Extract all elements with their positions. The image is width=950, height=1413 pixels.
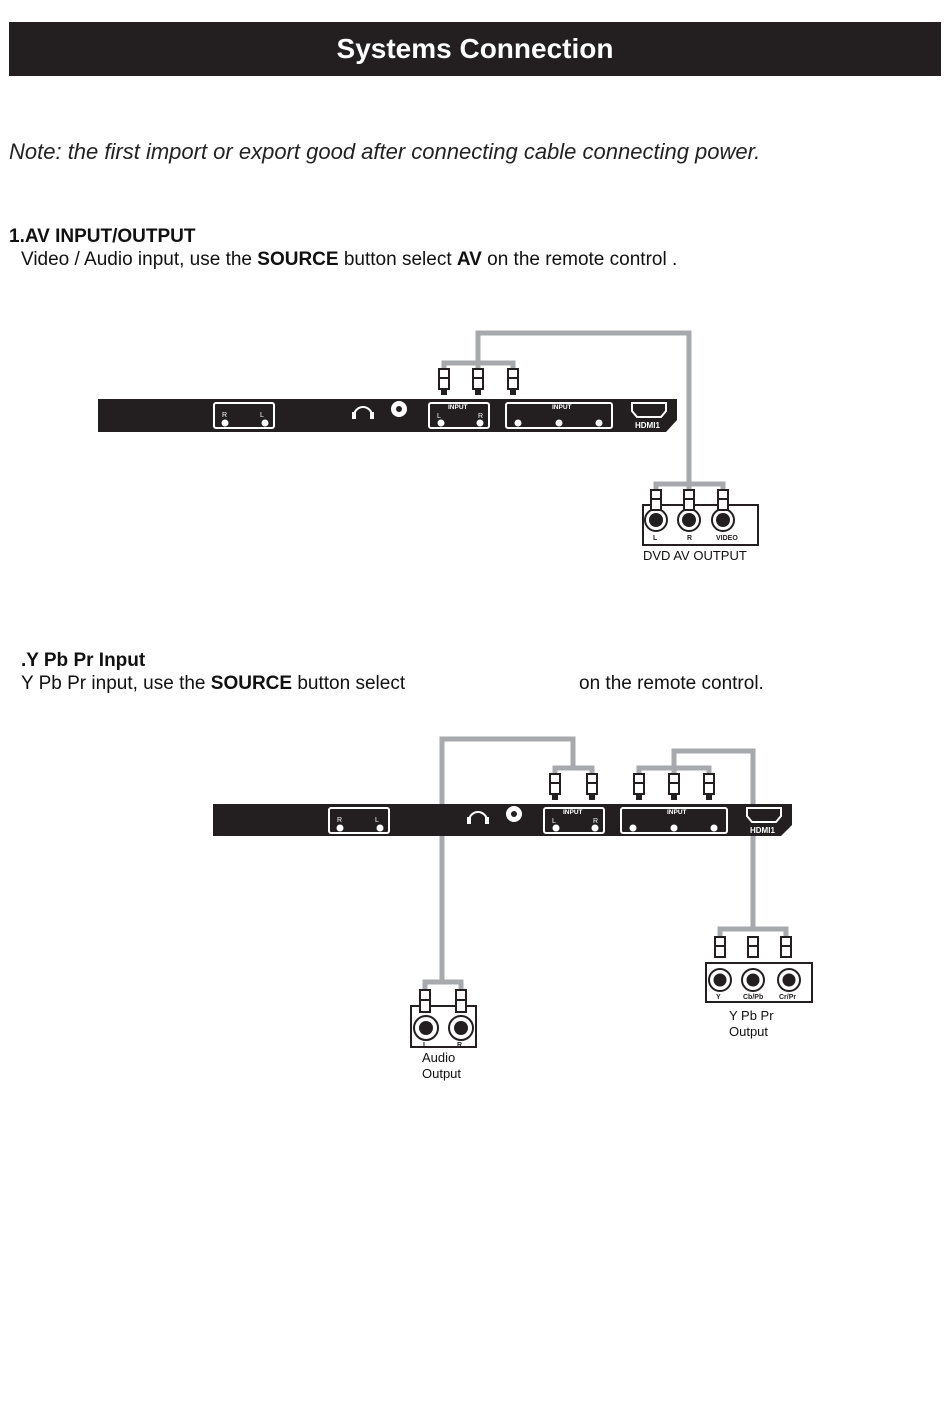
section2-description: Y Pb Pr input, use the SOURCE button sel… <box>21 673 406 694</box>
hdmi-port-icon <box>746 807 782 823</box>
section2-title: .Y Pb Pr Input <box>21 650 146 671</box>
hdmi-label: HDMI1 <box>635 421 660 430</box>
svg-text:R: R <box>337 817 342 824</box>
panel-input-label-a: INPUT <box>448 404 468 411</box>
note-text: Note: the first import or export good af… <box>9 139 761 164</box>
hdmi-port-icon <box>631 402 667 418</box>
svg-text:Cr/Pr: Cr/Pr <box>779 994 796 1001</box>
audio-plugs <box>419 989 467 1013</box>
svg-text:Y: Y <box>716 994 721 1001</box>
av-connection-diagram: R L INPUT L R INPUT HDMI1 L R VIDEO <box>98 330 759 546</box>
svg-text:Cb/Pb: Cb/Pb <box>743 994 763 1001</box>
ypbpr-output-device: Y Cb/Pb Cr/Pr <box>705 962 813 1003</box>
svg-text:L: L <box>437 413 441 420</box>
svg-text:INPUT: INPUT <box>667 809 687 816</box>
ypbpr-cables <box>422 736 789 990</box>
svg-text:L: L <box>375 817 379 824</box>
av-cables <box>441 330 726 498</box>
svg-text:R: R <box>478 413 483 420</box>
ypbpr-plugs <box>714 936 792 958</box>
dvd-caption: DVD AV OUTPUT <box>643 548 747 563</box>
svg-text:HDMI1: HDMI1 <box>750 826 775 835</box>
panel-input-label-b: INPUT <box>552 404 572 411</box>
svg-text:L: L <box>552 818 556 825</box>
dvd-plugs <box>650 489 729 511</box>
section1-description: Video / Audio input, use the SOURCE butt… <box>21 249 678 270</box>
svg-text:R: R <box>593 818 598 825</box>
tv-back-panel-2: R L INPUT L R INPUT HDMI1 <box>213 804 792 836</box>
ypbpr-plugs-top <box>549 773 715 800</box>
dvd-jack-video-label: VIDEO <box>716 535 738 542</box>
svg-text:L: L <box>423 1042 428 1049</box>
section1-title: 1.AV INPUT/OUTPUT <box>9 226 196 247</box>
svg-text:INPUT: INPUT <box>563 809 583 816</box>
audio-out-r-label: R <box>222 412 227 419</box>
audio-out-l-label: L <box>260 412 264 419</box>
ypbpr-connection-diagram: R L INPUT L R INPUT HDMI1 L R <box>213 736 813 1049</box>
section2-description-end: on the remote control. <box>579 673 764 694</box>
dvd-jack-l-label: L <box>653 535 658 542</box>
page-title: Systems Connection <box>336 33 614 64</box>
tv-back-panel: R L INPUT L R INPUT HDMI1 <box>98 399 677 432</box>
svg-text:R: R <box>457 1042 462 1049</box>
dvd-device: L R VIDEO <box>642 504 759 546</box>
page-title-bar: Systems Connection <box>9 22 941 76</box>
av-plugs-top <box>438 368 519 395</box>
dvd-jack-r-label: R <box>687 535 692 542</box>
